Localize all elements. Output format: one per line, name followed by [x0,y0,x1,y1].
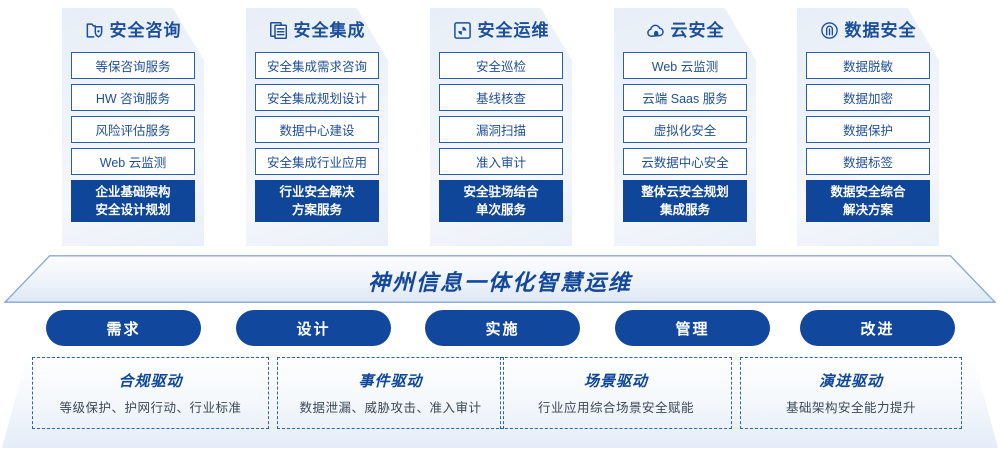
driver-subtitle: 基础架构安全能力提升 [785,401,916,415]
pillar-content: 数据安全数据脱敏数据加密数据保护数据标签数据安全综合解决方案 [797,8,939,246]
driver-subtitle: 数据泄漏、威胁攻击、准入审计 [299,401,482,415]
driver-subtitle: 等级保护、护网行动、行业标准 [59,401,242,415]
pillar-title: 云安全 [670,20,725,40]
pillar-summary-card[interactable]: 企业基础架构安全设计规划 [71,180,195,222]
pillar-header: 安全运维 [439,8,563,52]
service-card[interactable]: 安全巡检 [439,52,563,79]
banner-title: 神州信息一体化智慧运维 [367,270,632,295]
service-card[interactable]: 安全集成规划设计 [255,84,379,111]
monitor-chart-icon [453,21,472,40]
pillar-content: 安全运维安全巡检基线核查漏洞扫描准入审计安全驻场结合单次服务 [430,8,572,246]
service-card[interactable]: 数据保护 [806,116,930,143]
driver-title: 事件驱动 [358,373,423,390]
pillar-summary-card[interactable]: 安全驻场结合单次服务 [439,180,563,222]
pillar-summary-line: 数据安全综合 [830,184,906,199]
service-card[interactable]: 安全集成行业应用 [255,148,379,175]
pillar-column: 安全咨询等保咨询服务 HW 咨询服务风险评估服务 Web 云监测企业基础架构安全设计… [62,8,204,246]
service-card[interactable]: 漏洞扫描 [439,116,563,143]
pillar-title: 安全集成 [293,20,366,40]
cloud-icon [646,21,665,40]
folder-shield-icon [85,21,104,40]
pillar-summary-line: 企业基础架构 [95,184,171,199]
documents-stack-icon [269,21,288,40]
pillar-summary-card[interactable]: 数据安全综合解决方案 [806,180,930,222]
pillar-summary-line: 安全设计规划 [95,203,171,217]
driver-box[interactable]: 事件驱动数据泄漏、威胁攻击、准入审计 [277,357,504,429]
process-step-button[interactable]: 需求 [46,310,201,346]
pillar-content: 安全集成安全集成需求咨询安全集成规划设计数据中心建设安全集成行业应用行业安全解决… [246,8,388,246]
service-card[interactable]: 数据标签 [806,148,930,175]
service-card[interactable]: HW 咨询服务 [71,84,195,111]
pillar-header: 云安全 [623,8,747,52]
pillar-header: 数据安全 [806,8,930,52]
pillar-column: 数据安全数据脱敏数据加密数据保护数据标签数据安全综合解决方案 [797,8,939,246]
driver-box[interactable]: 合规驱动等级保护、护网行动、行业标准 [32,357,269,429]
driver-box[interactable]: 演进驱动基础架构安全能力提升 [740,357,962,429]
service-card[interactable]: 基线核查 [439,84,563,111]
driver-title: 演进驱动 [818,373,883,390]
pillar-column: 安全集成安全集成需求咨询安全集成规划设计数据中心建设安全集成行业应用行业安全解决… [246,8,388,246]
pillar-summary-line: 单次服务 [475,203,526,217]
process-step-button[interactable]: 改进 [800,310,955,346]
pillar-summary-line: 整体云安全规划 [641,184,729,199]
driver-title: 合规驱动 [118,373,183,390]
driver-title: 场景驱动 [583,373,648,390]
fingerprint-icon [820,21,839,40]
driver-box[interactable]: 场景驱动行业应用综合场景安全赋能 [500,357,732,429]
service-card[interactable]: 数据中心建设 [255,116,379,143]
pillar-header: 安全集成 [255,8,379,52]
process-step-button[interactable]: 设计 [236,310,391,346]
service-card[interactable]: Web 云监测 [623,52,747,79]
pillar-summary-line: 方案服务 [291,203,342,217]
process-step-button[interactable]: 管理 [615,310,770,346]
process-steps-row: 需求设计实施管理改进 [0,310,1000,346]
integration-banner: 神州信息一体化智慧运维 [4,255,996,303]
pillar-summary-card[interactable]: 整体云安全规划集成服务 [623,180,747,222]
pillars-row: 安全咨询等保咨询服务 HW 咨询服务风险评估服务 Web 云监测企业基础架构安全设计… [62,8,939,246]
service-card[interactable]: 数据脱敏 [806,52,930,79]
service-card[interactable]: Web 云监测 [71,148,195,175]
pillar-title: 数据安全 [844,20,917,40]
service-card[interactable]: 等保咨询服务 [71,52,195,79]
pillar-summary-line: 解决方案 [842,203,893,217]
pillar-column: 云安全 Web 云监测云端 Saas 服务虚拟化安全云数据中心安全整体云安全规划集… [614,8,756,246]
drivers-row: 合规驱动等级保护、护网行动、行业标准事件驱动数据泄漏、威胁攻击、准入审计场景驱动… [0,357,1000,439]
pillar-summary-line: 安全驻场结合 [463,184,539,199]
pillar-title: 安全运维 [477,20,550,40]
service-card[interactable]: 虚拟化安全 [623,116,747,143]
service-card[interactable]: 云端 Saas 服务 [623,84,747,111]
process-step-button[interactable]: 实施 [425,310,580,346]
driver-subtitle: 行业应用综合场景安全赋能 [537,401,694,415]
pillar-summary-line: 集成服务 [659,203,710,217]
pillar-title: 安全咨询 [109,20,182,40]
pillar-summary-card[interactable]: 行业安全解决方案服务 [255,180,379,222]
service-card[interactable]: 数据加密 [806,84,930,111]
service-card[interactable]: 风险评估服务 [71,116,195,143]
pillar-content: 安全咨询等保咨询服务 HW 咨询服务风险评估服务 Web 云监测企业基础架构安全设计… [62,8,204,246]
pillar-summary-line: 行业安全解决 [279,184,355,199]
pillar-column: 安全运维安全巡检基线核查漏洞扫描准入审计安全驻场结合单次服务 [430,8,572,246]
service-card[interactable]: 准入审计 [439,148,563,175]
service-card[interactable]: 云数据中心安全 [623,148,747,175]
pillar-content: 云安全 Web 云监测云端 Saas 服务虚拟化安全云数据中心安全整体云安全规划集… [614,8,756,246]
service-card[interactable]: 安全集成需求咨询 [255,52,379,79]
pillar-header: 安全咨询 [71,8,195,52]
